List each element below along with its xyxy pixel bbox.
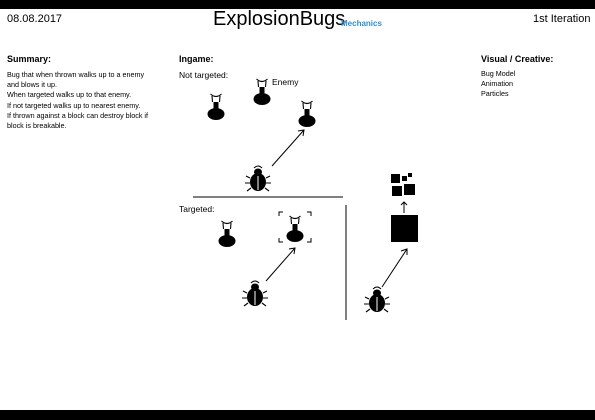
targeted-label: Targeted: — [179, 204, 215, 214]
ingame-heading: Ingame: — [179, 54, 214, 64]
page-subtitle: Mechanics — [341, 19, 382, 28]
arrow-icon — [400, 201, 408, 213]
bug-icon — [363, 286, 391, 313]
date: 08.08.2017 — [7, 13, 63, 25]
enemy-figure-icon — [285, 215, 305, 243]
bottom-bar — [0, 410, 595, 420]
summary-line: Bug that when thrown walks up to a enemy — [7, 70, 145, 79]
summary-heading: Summary: — [7, 54, 52, 64]
arrow-icon — [381, 248, 408, 288]
summary-line: If thrown against a block can destroy bl… — [7, 110, 149, 120]
iteration-label: 1st Iteration — [533, 13, 591, 25]
arrow-icon — [265, 247, 296, 282]
enemy-figure-icon — [297, 100, 317, 128]
enemy-figure-icon — [252, 78, 272, 106]
bug-icon — [241, 280, 269, 307]
summary-text: Bug that when thrown walks up to a enemy… — [7, 70, 148, 131]
target-bracket-icon — [278, 211, 312, 243]
visual-item: Particles — [481, 89, 509, 99]
arrow-icon — [271, 129, 305, 167]
visual-list: Bug Model Animation Particles — [481, 69, 515, 100]
summary-line: block is breakable. — [7, 121, 67, 131]
enemy-label: Enemy — [272, 77, 299, 87]
page-title: ExplosionBugs — [213, 8, 346, 30]
visual-heading: Visual / Creative: — [481, 54, 554, 64]
enemy-figure-icon — [217, 220, 237, 248]
summary-line: When targeted walks up to that enemy. — [7, 90, 132, 100]
summary-line: and blows it up. — [7, 80, 57, 90]
summary-line: If not targeted walks up to nearest enem… — [7, 100, 141, 110]
block-icon — [391, 215, 418, 242]
enemy-figure-icon — [206, 93, 226, 121]
bug-icon — [244, 165, 272, 192]
visual-item: Animation — [481, 79, 513, 89]
block-fragment-icon — [391, 173, 415, 196]
top-bar — [0, 0, 595, 9]
not-targeted-label: Not targeted: — [179, 70, 229, 80]
visual-item: Bug Model — [481, 69, 516, 78]
